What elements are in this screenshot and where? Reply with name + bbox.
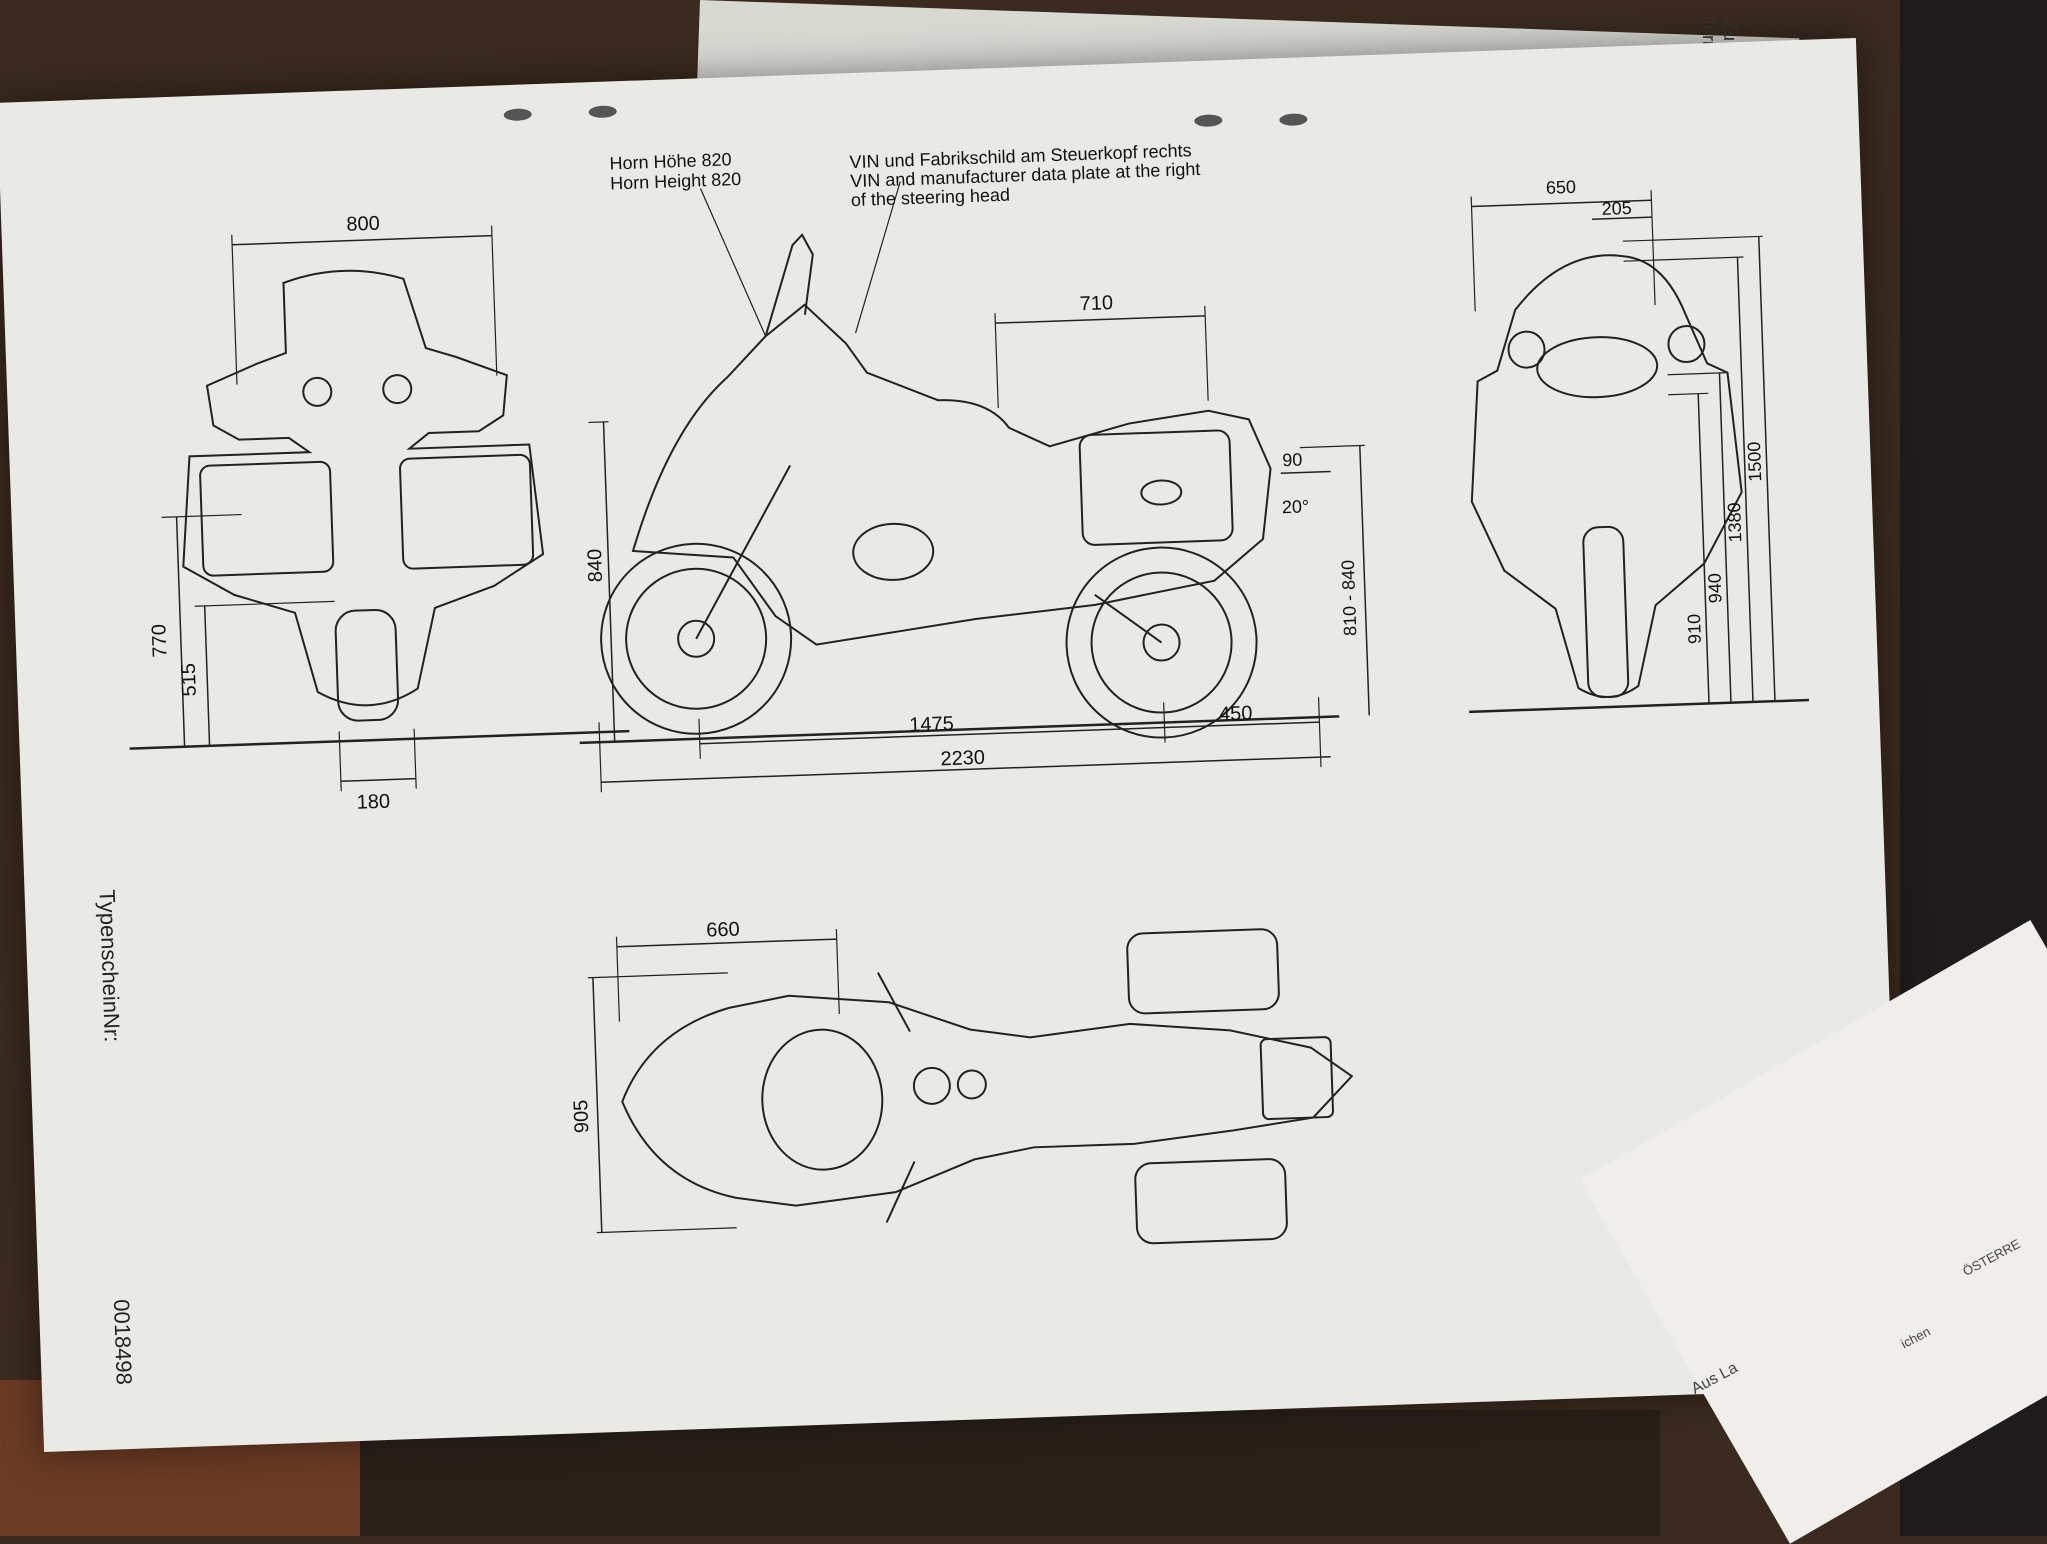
top-height-label: 905	[570, 1099, 593, 1133]
typenschein-label: TypenscheinNr:	[94, 889, 125, 1043]
rear-h2-label: 515	[178, 663, 201, 697]
seat-length-label: 710	[1079, 292, 1113, 315]
front-width-label: 650	[1546, 177, 1577, 198]
seat-height-label: 810 - 840	[1338, 560, 1361, 637]
rear-h1-label: 770	[148, 624, 171, 658]
front-h4-label: 1500	[1744, 441, 1765, 482]
rear-width-label: 800	[346, 213, 380, 236]
total-length-label: 2230	[940, 747, 985, 771]
horn-label-en: Horn Height 820	[610, 169, 742, 194]
front-h1-label: 910	[1684, 614, 1705, 645]
side-height-label: 840	[584, 549, 607, 583]
horn-label-de: Horn Höhe 820	[609, 149, 732, 173]
rear-dim-label: 450	[1219, 702, 1253, 725]
side-view	[579, 181, 1370, 793]
angle-label: 20°	[1282, 496, 1310, 517]
vin-label-en-2: of the steering head	[851, 185, 1011, 211]
staple-marks	[503, 105, 1308, 127]
top-view	[587, 928, 1354, 1245]
top-width-label: 660	[706, 918, 740, 941]
rear-view	[129, 225, 630, 792]
mirror-width-label: 205	[1601, 198, 1632, 219]
technical-drawing: 800 180 770 515	[129, 105, 1809, 1245]
rear-tire-label: 180	[356, 791, 390, 814]
front-h2-label: 940	[1704, 573, 1725, 604]
typenschein-number: 0018498	[108, 1298, 137, 1386]
wheelbase-label: 1475	[909, 713, 954, 737]
document-page: 800 180 770 515	[0, 37, 1903, 1453]
front-view	[1469, 190, 1809, 714]
front-h3-label: 1380	[1724, 502, 1745, 543]
rear-overhang-label: 90	[1282, 450, 1303, 471]
